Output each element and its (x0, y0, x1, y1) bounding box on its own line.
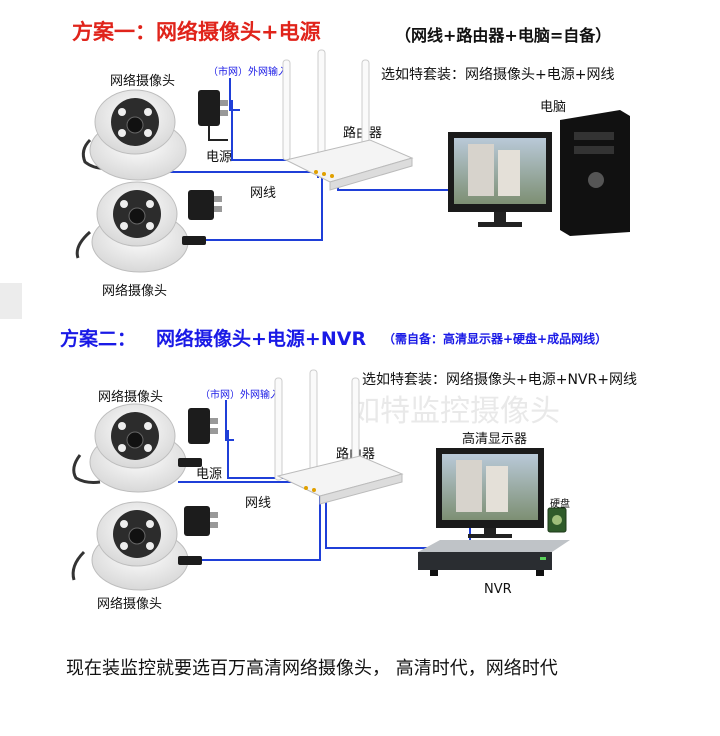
scheme2-hard-drive (547, 507, 567, 533)
scheme1-power-adapter-top (198, 90, 228, 141)
scheme2-title-prefix: 方案二： (60, 328, 137, 350)
scheme2-cable-label: 网线 (245, 496, 272, 511)
scheme1-wan-wire (229, 78, 240, 111)
scheme2-router (274, 369, 404, 505)
scheme2-camera-top-label: 网络摄像头 (98, 390, 164, 405)
scheme2-hdd-label: 硬盘 (550, 499, 570, 510)
scheme1-title-text: 网络摄像头+电源 (156, 20, 321, 44)
scheme2-nvr-label: NVR (484, 582, 512, 597)
scheme2-cable-wire-bottom (200, 490, 321, 561)
scheme2-power-adapter-bottom (184, 506, 218, 536)
scheme1-pc-tower (560, 110, 630, 236)
scheme2-monitor-label: 高清显示器 (462, 432, 528, 447)
scheme2-power-adapter-top (188, 408, 218, 444)
scheme2-power-label: 电源 (196, 467, 223, 482)
scheme1-camera-top-label: 网络摄像头 (110, 74, 176, 89)
scheme1-note: （网线+路由器+电脑=自备） (395, 26, 612, 45)
scheme2-nvr-box (418, 540, 570, 576)
scheme2-camera-top (72, 403, 202, 493)
scheme2-camera-bottom-label: 网络摄像头 (97, 597, 163, 612)
scheme1-cable-label: 网线 (250, 186, 277, 201)
scheme1-router-pc-wire (337, 182, 452, 191)
scheme1-kit-text: 选如特套装：网络摄像头+电源+网线 (381, 67, 615, 83)
scheme2-cable-wire-top (178, 481, 311, 490)
scheme2-wan-wire (225, 400, 234, 441)
scheme1-pc-label: 电脑 (540, 100, 567, 115)
scheme2-router-nvr-wire (325, 494, 460, 549)
scheme1-title: 方案一：网络摄像头+电源 (72, 16, 321, 46)
scheme1-monitor (448, 132, 552, 227)
edge-strip (0, 283, 22, 319)
scheme1-power-label: 电源 (206, 150, 233, 165)
scheme1-cable-wire-top (170, 171, 319, 178)
scheme1-camera-bottom-label: 网络摄像头 (102, 284, 168, 299)
scheme2-camera-bottom (71, 501, 202, 591)
scheme2-wan-label: （市网）外网输入 (200, 390, 280, 401)
scheme2-monitor (436, 448, 544, 538)
scheme1-wan-label: （市网）外网输入 (208, 67, 288, 78)
watermark: 如特监控摄像头 (350, 394, 560, 429)
scheme1-camera-top (81, 89, 187, 181)
scheme1-camera-bottom (75, 181, 206, 273)
scheme1-router (282, 49, 414, 191)
scheme2-title-text: 网络摄像头+电源+NVR (156, 328, 367, 350)
footer-text: 现在装监控就要选百万高清网络摄像头， 高清时代，网络时代 (66, 658, 558, 679)
scheme1-cable-wire-bottom (205, 178, 323, 241)
scheme2-kit-text: 选如特套装：网络摄像头+电源+NVR+网线 (362, 372, 637, 388)
scheme1-power-adapter-bottom (188, 190, 222, 220)
scheme2-title: 方案二： 网络摄像头+电源+NVR (60, 324, 366, 351)
scheme1-title-prefix: 方案一： (72, 20, 156, 44)
scheme2-note: （需自备：高清显示器+硬盘+成品网线） (383, 332, 608, 346)
